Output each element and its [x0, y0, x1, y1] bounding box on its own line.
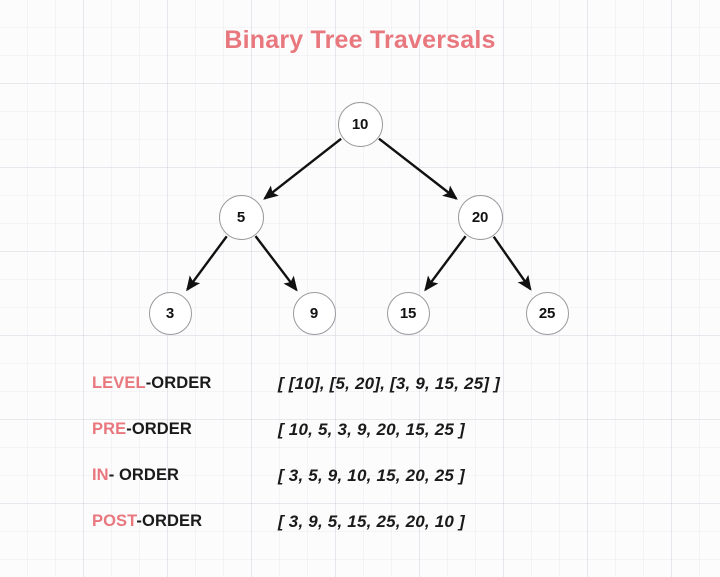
traversal-list: LEVEL-ORDER [ [10], [5, 20], [3, 9, 15, … — [0, 374, 720, 558]
traversal-label-level-order: LEVEL-ORDER — [92, 374, 211, 393]
traversal-label-in-order: IN- ORDER — [92, 466, 179, 485]
tree-edge-5-to-3 — [186, 235, 228, 292]
traversal-label-highlight: POST — [92, 512, 137, 530]
tree-node-label: 9 — [309, 304, 319, 322]
tree-node-label: 15 — [399, 304, 417, 322]
tree-node-label: 25 — [538, 304, 556, 322]
binary-tree-diagram: 10 5 20 3 9 15 25 — [148, 101, 569, 335]
traversal-label-highlight: LEVEL — [92, 374, 146, 392]
tree-node-label: 20 — [471, 208, 489, 226]
traversal-label-rest: -ORDER — [126, 420, 192, 438]
tree-node-3: 3 — [148, 291, 192, 335]
traversal-value-in-order: [ 3, 5, 9, 10, 15, 20, 25 ] — [278, 466, 465, 485]
traversal-value-level-order: [ [10], [5, 20], [3, 9, 15, 25] ] — [278, 374, 501, 393]
tree-edges-group — [186, 137, 532, 292]
tree-node-10: 10 — [337, 101, 383, 147]
tree-edge-20-to-25 — [492, 235, 532, 291]
traversal-row-post-order: POST-ORDER [ 3, 9, 5, 15, 25, 20, 10 ] — [0, 512, 720, 558]
traversal-label-post-order: POST-ORDER — [92, 512, 202, 531]
traversal-row-in-order: IN- ORDER [ 3, 5, 9, 10, 15, 20, 25 ] — [0, 466, 720, 512]
tree-edges-layer — [186, 137, 532, 292]
tree-node-20: 20 — [457, 194, 503, 240]
traversal-label-highlight: IN — [92, 466, 109, 484]
tree-node-15: 15 — [386, 291, 430, 335]
traversal-label-rest: -ORDER — [136, 512, 203, 530]
tree-edge-10-to-20 — [378, 137, 458, 200]
traversal-row-pre-order: PRE-ORDER [ 10, 5, 3, 9, 20, 15, 25 ] — [0, 420, 720, 466]
tree-node-label: 3 — [165, 304, 175, 322]
tree-node-label: 5 — [236, 208, 246, 226]
traversal-row-level-order: LEVEL-ORDER [ [10], [5, 20], [3, 9, 15, … — [0, 374, 720, 420]
page-title: Binary Tree Traversals — [224, 26, 496, 54]
traversal-label-rest: - ORDER — [108, 466, 180, 484]
traversal-value-post-order: [ 3, 9, 5, 15, 25, 20, 10 ] — [278, 512, 465, 531]
tree-edge-5-to-9 — [254, 235, 298, 292]
tree-edge-10-to-5 — [263, 137, 342, 200]
tree-edge-20-to-15 — [424, 235, 467, 292]
tree-node-label: 10 — [351, 115, 369, 133]
tree-node-9: 9 — [292, 291, 336, 335]
traversal-label-rest: -ORDER — [145, 374, 212, 392]
tree-node-5: 5 — [218, 194, 264, 240]
traversal-label-pre-order: PRE-ORDER — [92, 420, 192, 439]
traversal-label-highlight: PRE — [92, 420, 127, 438]
tree-node-25: 25 — [525, 291, 569, 335]
traversal-value-pre-order: [ 10, 5, 3, 9, 20, 15, 25 ] — [278, 420, 465, 439]
